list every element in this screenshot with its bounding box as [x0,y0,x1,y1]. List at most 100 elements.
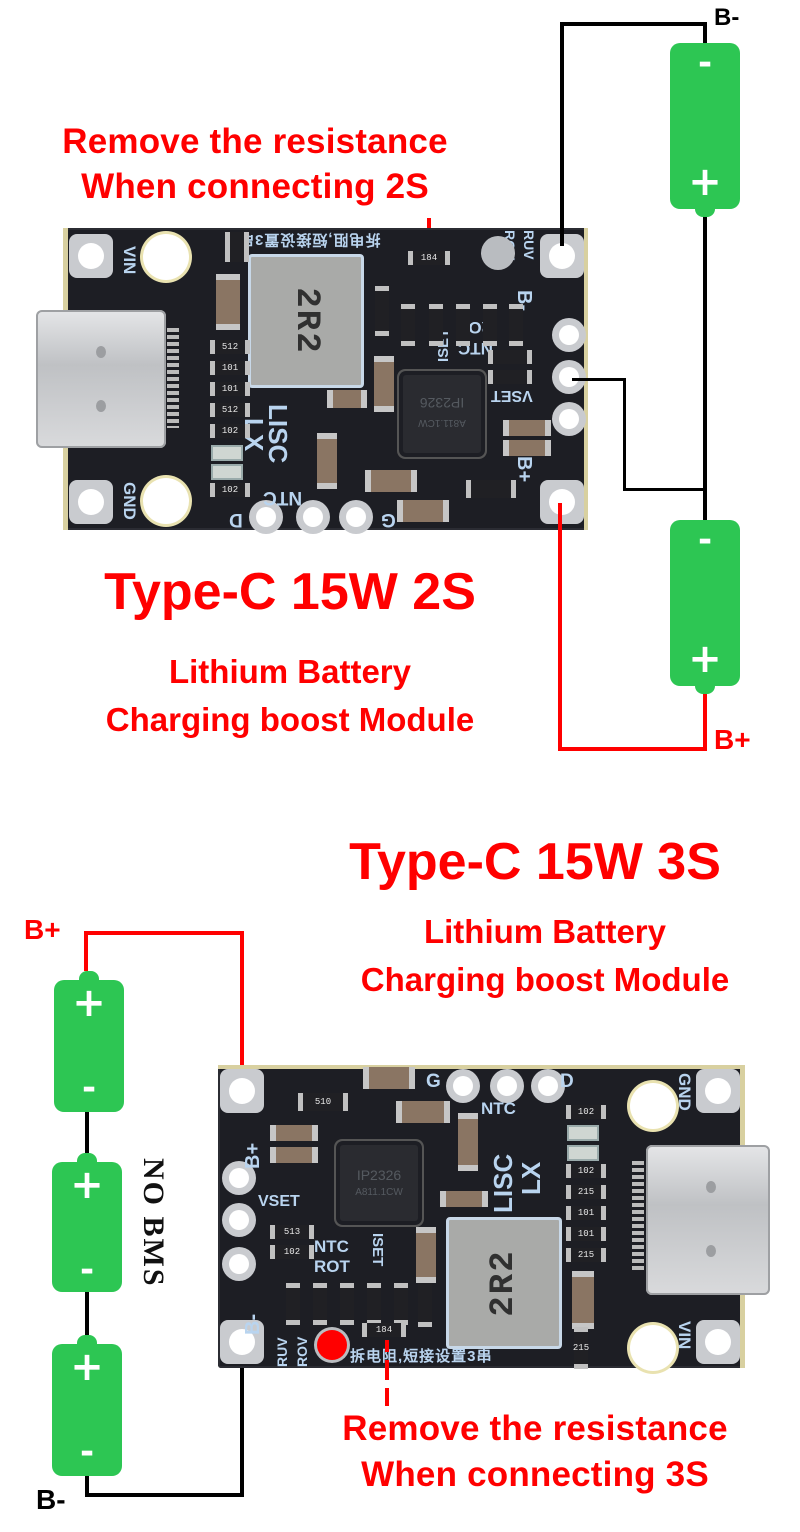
pad-gnd [696,1069,740,1113]
wire-b-plus-bottom [558,747,707,751]
usb-pins [167,328,179,428]
subtitle-2s-line2: Charging boost Module [105,701,475,738]
pad-d [249,500,283,534]
resistor: 102 [210,424,250,438]
pad-vset [222,1203,256,1237]
note-2s-line2: When connecting 2S [81,167,429,206]
capacitor [396,1101,450,1123]
silk-d: D [229,509,243,530]
pad-ntc [222,1247,256,1281]
plus-icon: + [688,636,722,682]
minus-icon: - [79,1432,95,1472]
silk-lisc: LISC [263,404,293,464]
wire-b-minus-to-pad [240,1348,244,1497]
silk-iset: ISET [369,1233,386,1267]
inductor: 2R2 [248,254,364,388]
capacitor [458,1113,478,1171]
silk-vset: VSET [258,1193,300,1210]
pad-vset [552,360,586,394]
resistor: 215 [566,1248,606,1262]
led-indicator [567,1125,599,1141]
capacitor [397,500,449,522]
resistor [483,304,497,346]
plus-icon: + [70,1162,104,1208]
resistor: 513 [270,1225,314,1239]
no-bms-label: NO BMS [137,1158,170,1288]
pad-vin [69,234,113,278]
note-3s-pointer [385,1388,389,1406]
usb-c-connector [36,310,166,448]
pad-ntc-top [490,1069,524,1103]
mounting-hole [143,478,189,524]
resistor: 512 [210,403,250,417]
led-indicator [211,464,243,480]
silk-ntc: NTC [314,1237,349,1256]
wire-b-minus-bottom [85,1493,244,1497]
usb-pins [632,1161,644,1271]
led-indicator [567,1145,599,1161]
inductor-marking: 2R2 [287,287,325,355]
ic-marking: IP2326 [419,395,465,411]
resistor: 102 [566,1164,606,1178]
label-b-minus-3s: B- [36,1484,66,1515]
silk-g: G [426,1071,441,1092]
note-3s-pointer [385,1360,389,1380]
minus-icon: - [697,520,713,560]
inductor: 2R2 [446,1217,562,1349]
silk-ntc-top: NTC [481,1099,516,1118]
capacitor [503,440,551,456]
mounting-hole [630,1083,676,1129]
capacitor [270,1147,318,1163]
wire-b-minus-drop [85,1475,89,1497]
pad-extra [552,402,586,436]
pad-vin [696,1320,740,1364]
ic-chip: IP2326 A811.1CW [340,1145,418,1221]
ic-marking: IP2326 [356,1167,402,1183]
plus-icon: + [72,980,106,1026]
pad-g [339,500,373,534]
resistor: 510 [298,1093,348,1111]
wire-b-plus-drop [84,931,88,971]
silk-b-minus: B- [242,1313,264,1335]
wire-b-minus-top [560,22,705,26]
note-3s-line1: Remove the resistance [342,1409,728,1448]
silk-g: G [381,509,396,530]
silk-vset: VSET [491,387,533,404]
battery-cell-3s-1: + - [54,971,124,1112]
silk-ntc-bottom: NTC [263,487,303,508]
silk-b-plus: B+ [513,456,535,483]
resistor [509,304,523,346]
resistor [367,1283,381,1325]
title-2s: Type-C 15W 2S [104,563,476,621]
silk-rov: ROV [294,1336,310,1367]
minus-icon: - [697,43,713,83]
wire-b-minus-vertical [560,22,564,246]
plus-icon: + [688,159,722,205]
note-3s-line2: When connecting 3S [361,1455,709,1494]
label-b-minus-2s: B- [714,4,740,31]
resistor [488,350,532,364]
note-2s-line1: Remove the resistance [62,122,448,161]
wire-b-plus-rise [703,690,707,750]
pad-b-plus [220,1069,264,1113]
resistor [488,370,532,384]
minus-icon: - [79,1250,95,1290]
wire-b-plus-top [84,931,244,935]
note-3s-pointer [385,1340,389,1352]
battery-cell-3s-2: + - [52,1153,122,1292]
wire-vset-horizontal [572,378,626,381]
led-indicator [211,445,243,461]
silk-ruv: RUV [274,1337,290,1367]
resistor [225,232,249,262]
silk-gnd: GND [120,482,139,520]
subtitle-2s-line1: Lithium Battery [168,653,412,690]
capacitor [365,470,417,492]
resistor: 215 [573,1327,589,1369]
inductor-marking: 2R2 [485,1249,523,1317]
pad-extra [222,1161,256,1195]
battery-cell-3s-3: + - [52,1335,122,1476]
resistor: 215 [566,1185,606,1199]
capacitor [503,420,551,436]
resistor-remove-target: 184 [408,251,450,265]
silk-lx: LX [516,1161,546,1195]
